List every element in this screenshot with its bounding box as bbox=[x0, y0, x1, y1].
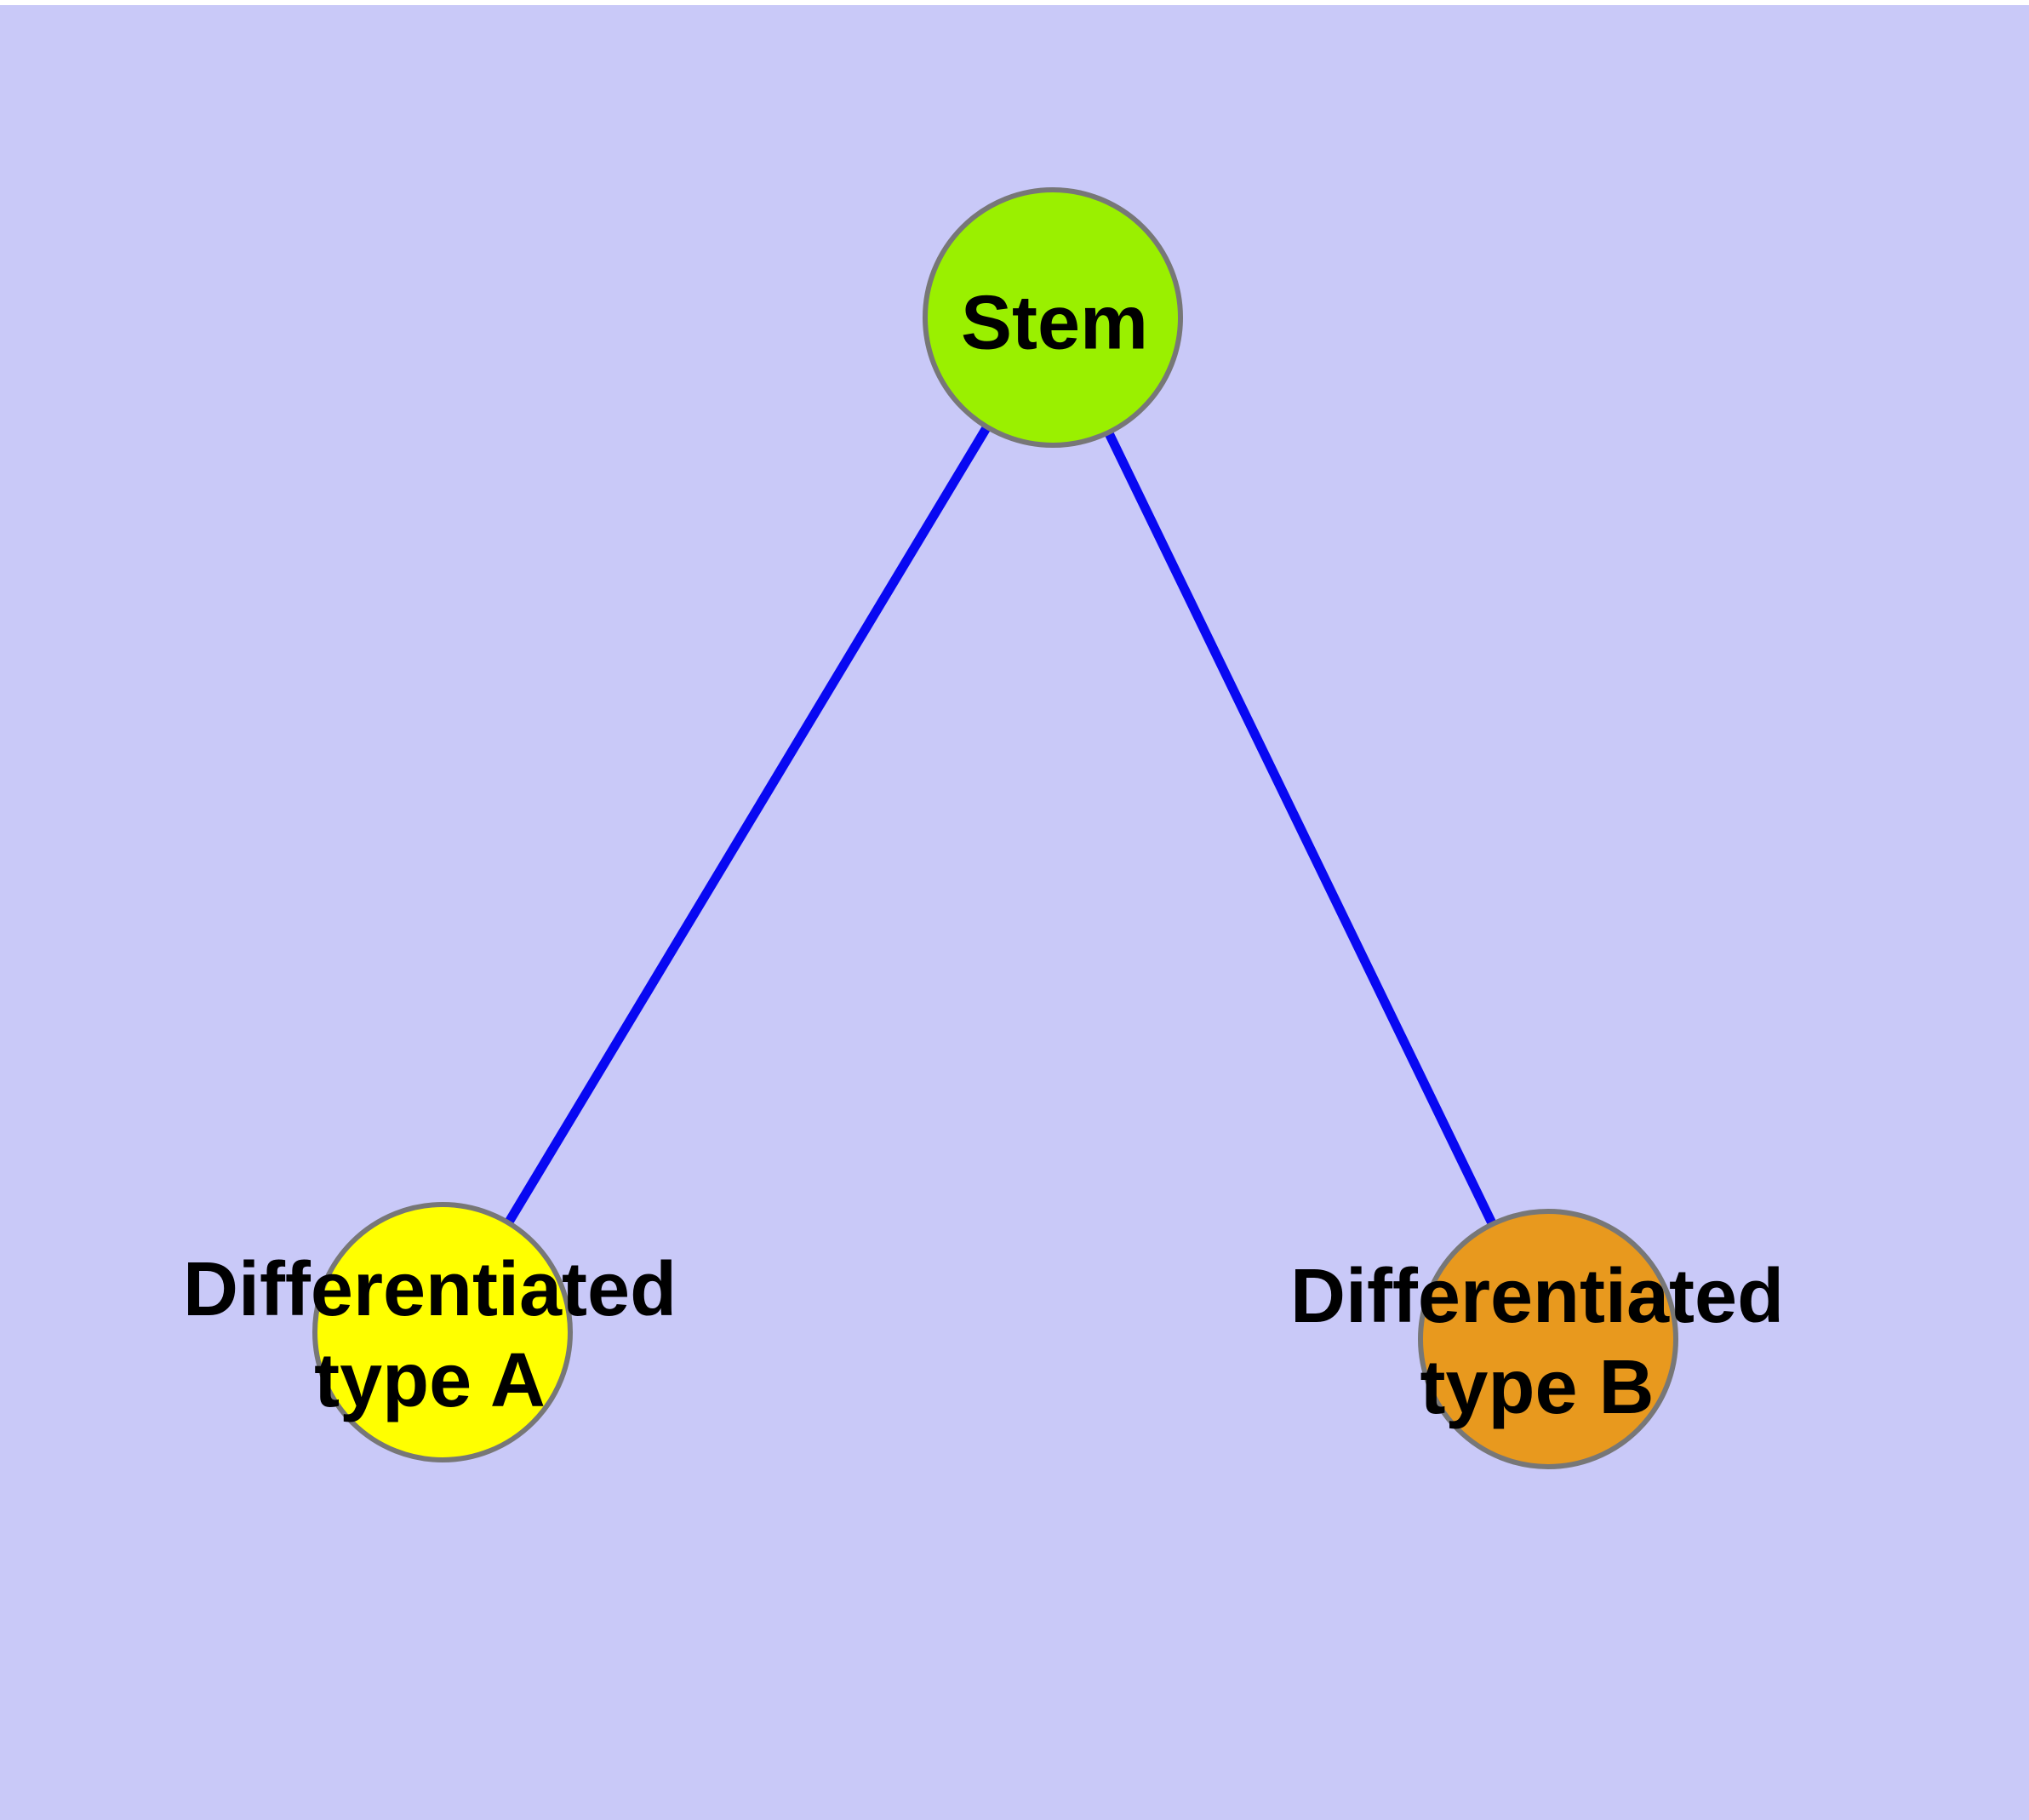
node-type-a-label: Differentiated type A bbox=[183, 1245, 677, 1427]
node-type-b-circle bbox=[1418, 1209, 1678, 1469]
node-label-line: Differentiated bbox=[182, 1247, 677, 1332]
node-type-b-label: Differentiated type B bbox=[1290, 1251, 1784, 1434]
edge-stem-to-type-b bbox=[1049, 315, 1552, 1342]
node-label-line: type A bbox=[314, 1338, 546, 1423]
edge-stem-to-type-a bbox=[438, 315, 1057, 1335]
node-type-a-circle bbox=[312, 1202, 573, 1462]
node-label-line: type B bbox=[1420, 1345, 1655, 1430]
node-label-line: Differentiated bbox=[1289, 1254, 1785, 1339]
node-stem-label: Stem bbox=[961, 278, 1148, 369]
node-label-line: Stem bbox=[960, 280, 1149, 366]
top-margin-strip bbox=[0, 0, 2029, 5]
node-stem-circle bbox=[923, 187, 1183, 448]
